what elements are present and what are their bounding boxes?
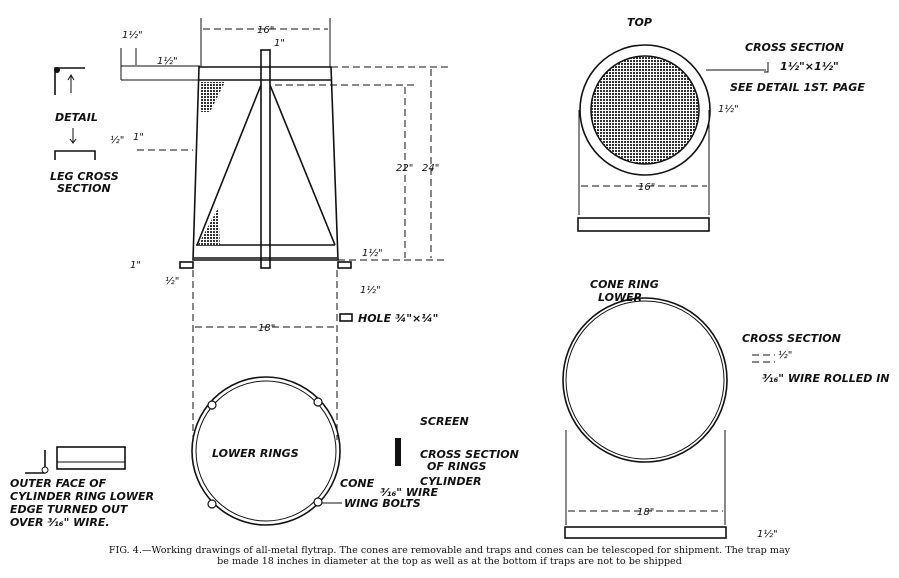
hole-label: HOLE ¾"×¼" (358, 312, 438, 325)
top-view: TOP CROSS SECTION 1½"×1½" SEE DETAIL 1ST… (577, 16, 865, 232)
side-view: 16" 1" 1½" 1½" 22" 24" 1½" 1" ½" 1½" 18"… (120, 18, 448, 440)
cone-ring-cross-dim: ½" (778, 349, 792, 361)
wing-bolts-label: WING BOLTS (344, 497, 421, 510)
dim-bottom-width: 18" (258, 323, 275, 334)
figure-caption-line2: be made 18 inches in diameter at the top… (217, 556, 682, 567)
outer-face-line4: OVER ³⁄₁₆" WIRE. (10, 516, 110, 529)
top-title: TOP (627, 16, 652, 29)
detail-dim-b: 1" (133, 132, 144, 143)
cone-ring-width: 18" (637, 507, 654, 518)
dim-flange-a: 1½" (122, 29, 143, 41)
wire-label: ³⁄₁₆" WIRE (380, 486, 439, 499)
dim-foot-b: ½" (165, 275, 179, 287)
dim-post-width: 1" (274, 38, 285, 49)
outer-face-line2: CYLINDER RING LOWER (10, 490, 154, 503)
leg-cross-line2: SECTION (57, 182, 111, 195)
outer-face-line3: EDGE TURNED OUT (10, 503, 129, 516)
dim-top-width: 16" (257, 25, 274, 36)
cone-ring-wire: ³⁄₁₆" WIRE ROLLED IN (762, 372, 890, 385)
dim-total-height: 24" (422, 163, 439, 174)
cone-ring-lower: CONE RING LOWER CROSS SECTION ½" ³⁄₁₆" W… (562, 278, 890, 540)
leg-cross-line1: LEG CROSS (50, 170, 119, 183)
see-detail: SEE DETAIL 1ST. PAGE (730, 81, 865, 94)
dim-foot-c: 1½" (360, 284, 381, 296)
cone-ring-title1: CONE RING (590, 278, 659, 291)
dim-inner-height: 22" (396, 163, 413, 174)
cylinder-label: CYLINDER (420, 475, 481, 488)
cone-ring-title2: LOWER (598, 291, 642, 304)
dim-flange-b: 1½" (157, 55, 178, 67)
top-cross-section: CROSS SECTION (745, 41, 844, 54)
cone-ring-cross-section: CROSS SECTION (742, 332, 841, 345)
cone-label: CONE (340, 477, 375, 490)
detail-title: DETAIL (55, 111, 98, 124)
dim-foot-a: 1" (130, 260, 141, 271)
rings-cross-line2: OF RINGS (427, 460, 486, 473)
top-ring-dim: 1½" (718, 103, 739, 115)
cone-ring-height: 1½" (757, 528, 778, 540)
leg-detail: DETAIL ½" 1" LEG CROSS SECTION (50, 67, 193, 195)
lower-rings-title: LOWER RINGS (212, 447, 299, 460)
outer-face-detail: OUTER FACE OF CYLINDER RING LOWER EDGE T… (10, 446, 154, 529)
lower-rings: LOWER RINGS SCREEN CROSS SECTION OF RING… (191, 376, 519, 526)
top-width-dim: 16" (638, 182, 655, 193)
detail-dim-a: ½" (110, 134, 124, 146)
rings-cross-line1: CROSS SECTION (420, 448, 519, 461)
dim-bottom-ring: 1½" (362, 247, 383, 259)
top-cross-dim: 1½"×1½" (780, 60, 839, 73)
screen-label: SCREEN (420, 415, 469, 428)
outer-face-line1: OUTER FACE OF (10, 477, 107, 490)
figure-caption-line1: FIG. 4.—Working drawings of all-metal fl… (108, 545, 791, 556)
